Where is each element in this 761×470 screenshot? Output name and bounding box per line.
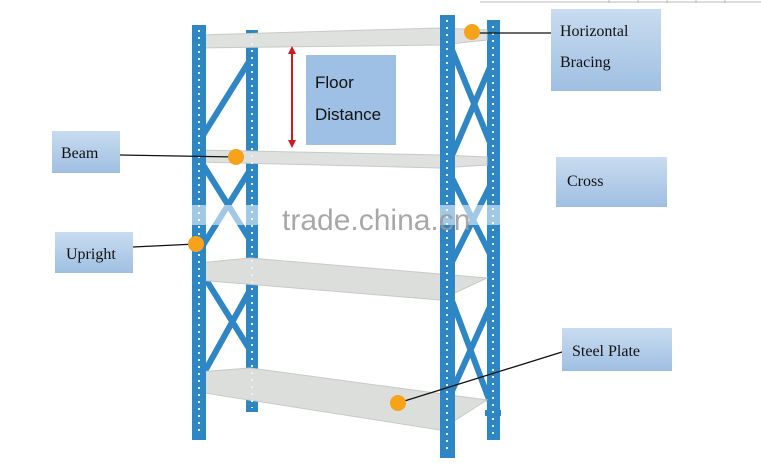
label-upright: Upright (55, 232, 133, 273)
upright-holes (198, 20, 494, 454)
leader-lines (119, 32, 563, 404)
floor-distance-arrow (288, 46, 296, 148)
watermark: trade.china.cn (282, 204, 471, 237)
beam-marker (228, 149, 244, 165)
steel-plate-marker (390, 395, 406, 411)
horizontal-bracing-marker (464, 24, 480, 40)
front-frame (192, 15, 501, 458)
label-steel-plate: Steel Plate (562, 328, 672, 371)
marker-dots (188, 24, 480, 411)
label-floor-distance-line2: Distance (315, 105, 382, 124)
label-horizontal-bracing-line2: Bracing (560, 54, 611, 71)
watermark-band (180, 205, 670, 225)
label-cross: Cross (556, 157, 667, 207)
label-floor-distance: Floor Distance (306, 55, 396, 145)
label-horizontal-bracing: Horizontal Bracing (551, 9, 661, 91)
upright-marker (188, 236, 204, 252)
label-beam: Beam (52, 131, 120, 173)
label-floor-distance-line1: Floor (315, 73, 354, 92)
label-horizontal-bracing-line1: Horizontal (560, 23, 629, 40)
top-table-lines (480, 0, 761, 3)
